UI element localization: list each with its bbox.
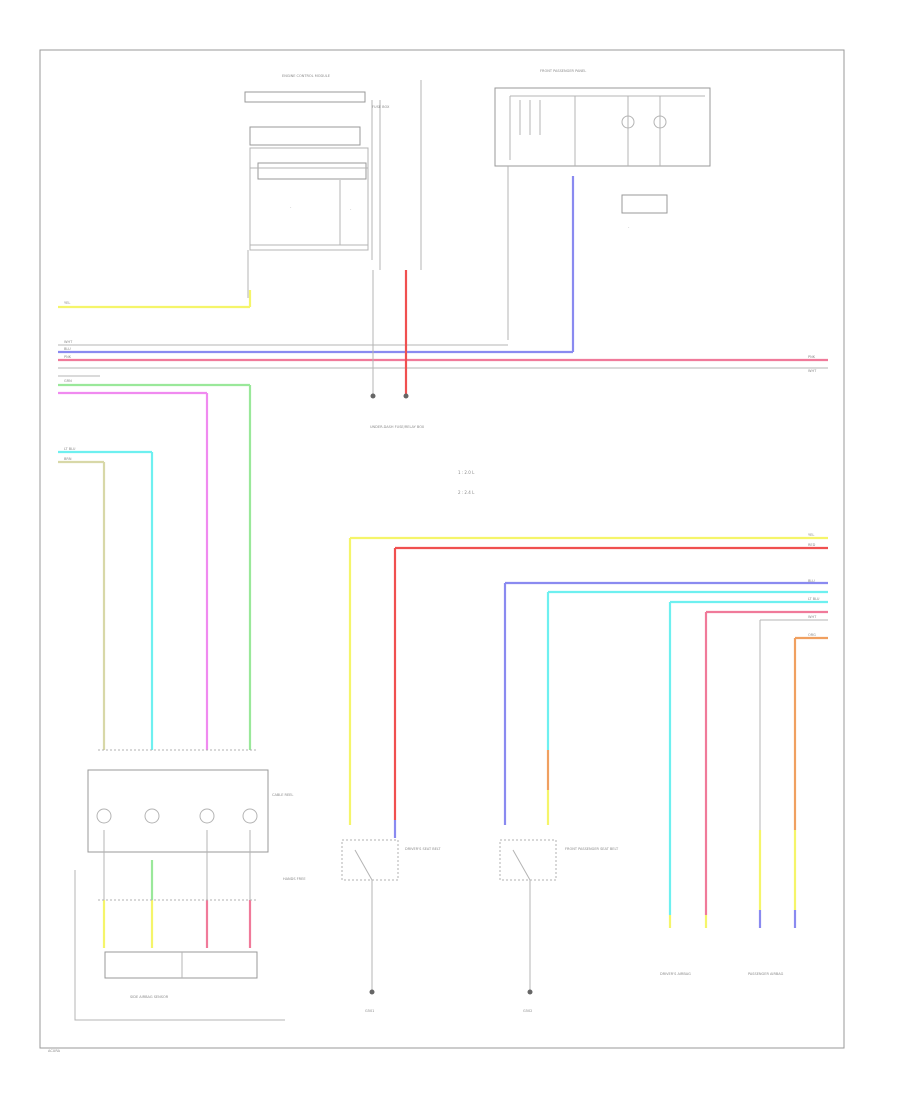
label-driver-seat-belt: DRIVER'S SEAT BELT — [405, 847, 441, 851]
top-left-module: ENGINE CONTROL MODULE - - FUSE BOX — [244, 74, 422, 298]
svg-text:BLU: BLU — [808, 579, 815, 583]
squib-icon — [144, 808, 160, 824]
airbag-connectors: BLU LT BLU WHT ORG DRIVER'S AIRBAG PASSE… — [660, 579, 828, 976]
squib-icon — [96, 808, 112, 824]
fuse-feed: UNDER-DASH FUSE/RELAY BOX — [370, 270, 425, 429]
svg-text:LT BLU: LT BLU — [808, 597, 820, 601]
svg-text:PNK: PNK — [64, 355, 72, 359]
svg-text:-: - — [628, 225, 630, 229]
svg-text:WHT: WHT — [808, 615, 817, 619]
indicator-lamp-icon — [653, 115, 667, 129]
svg-text:YEL: YEL — [808, 533, 814, 537]
svg-text:-: - — [290, 205, 292, 209]
svg-text:LT BLU: LT BLU — [64, 447, 76, 451]
diagram-frame — [39, 49, 845, 1049]
svg-text:ORG: ORG — [808, 633, 816, 637]
svg-text:GRN: GRN — [64, 379, 72, 383]
label-under-dash-fuse: UNDER-DASH FUSE/RELAY BOX — [370, 425, 425, 429]
ground-icon — [527, 989, 533, 995]
label-hands-free: HANDS FREE — [283, 877, 306, 881]
ground-icon — [369, 989, 375, 995]
label-fuse-box: FUSE BOX — [372, 105, 390, 109]
svg-text:BRN: BRN — [64, 457, 72, 461]
svg-text:WHT: WHT — [64, 340, 73, 344]
indicator-lamp-icon — [621, 115, 635, 129]
label-front-passenger-panel: FRONT PASSENGER PANEL — [540, 69, 586, 73]
svg-text:PNK: PNK — [808, 355, 816, 359]
svg-text:WHT: WHT — [808, 369, 817, 373]
squib-icon — [242, 808, 258, 824]
legend: 1 : 2.0 L 2 : 2.4 L — [458, 470, 475, 495]
svg-text:YEL: YEL — [64, 301, 70, 305]
seat-belt-section: YEL RED HANDS FREE DRIVER'S SEAT BELT G5… — [283, 533, 828, 1013]
label-front-passenger-seat-belt: FRONT PASSENGER SEAT BELT — [565, 847, 619, 851]
svg-text:RED: RED — [808, 543, 816, 547]
label-g502: G502 — [523, 1009, 532, 1013]
label-engine-control: ENGINE CONTROL MODULE — [282, 74, 330, 78]
side-airbag-section: LT BLU BRN CABLE REEL SIDE AIRBAG SENSOR — [58, 447, 293, 1021]
svg-text:-: - — [350, 207, 352, 211]
svg-text:BLU: BLU — [64, 347, 71, 351]
label-cable-reel: CABLE REEL — [272, 793, 293, 797]
label-drivers-airbag: DRIVER'S AIRBAG — [660, 972, 691, 976]
label-g501: G501 — [365, 1009, 374, 1013]
squib-icon — [199, 808, 215, 824]
bus-wires: YEL WHT BLU PNK GRN PNK WHT — [58, 176, 828, 750]
top-right-module: FRONT PASSENGER PANEL - — [494, 69, 711, 340]
legend-line-1: 1 : 2.0 L — [458, 470, 475, 475]
legend-line-2: 2 : 2.4 L — [458, 490, 475, 495]
footer-id: ACURA — [48, 1049, 61, 1053]
label-passenger-airbag: PASSENGER AIRBAG — [748, 972, 784, 976]
label-side-airbag-sensor: SIDE AIRBAG SENSOR — [130, 995, 169, 999]
